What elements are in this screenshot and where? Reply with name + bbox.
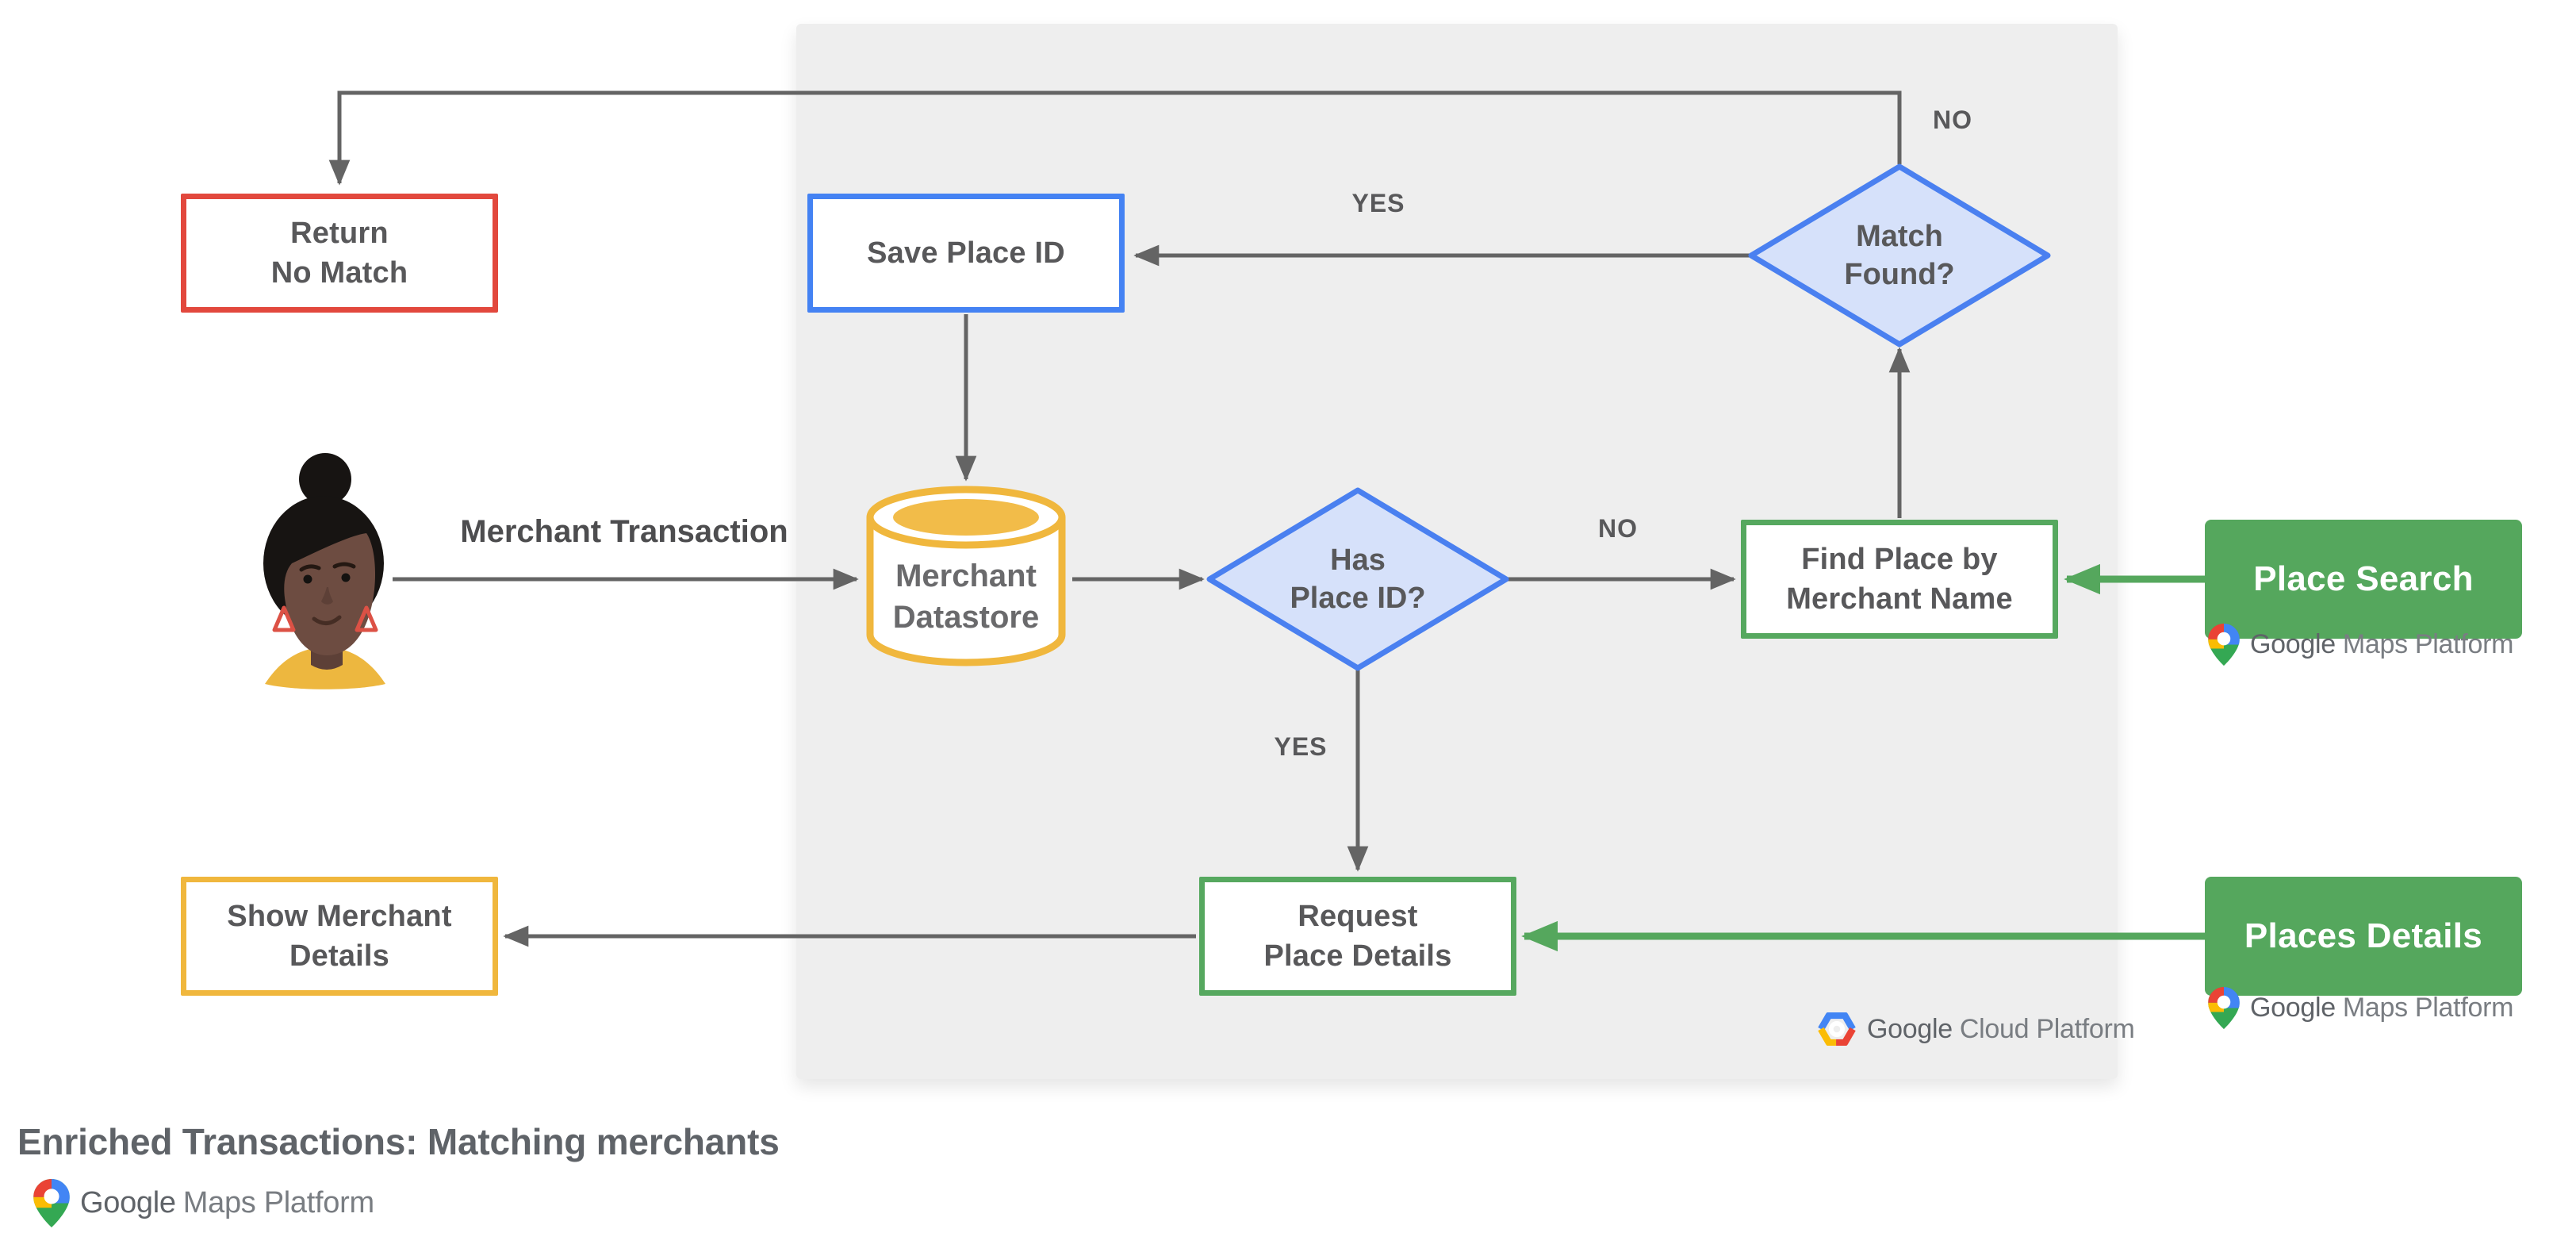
google-cloud-hexagon-icon	[1818, 1012, 1856, 1046]
logo-rest-word: Maps Platform	[2342, 993, 2514, 1023]
database-cylinder-icon	[866, 486, 1066, 666]
diamond-label-match-found: Match Found?	[1844, 220, 1955, 291]
node-label: Request Place Details	[1263, 900, 1452, 973]
logo-google-word: Google	[80, 1186, 176, 1219]
node-label: Save Place ID	[867, 236, 1065, 270]
diagram-title: Enriched Transactions: Matching merchant…	[17, 1121, 780, 1162]
google-maps-pin-icon	[33, 1179, 70, 1227]
logo-google-word: Google	[2250, 629, 2336, 659]
node-label: Find Place by Merchant Name	[1786, 543, 2013, 616]
edge-label-no-top: NO	[1933, 106, 1972, 134]
edge-label-yes-top: YES	[1351, 189, 1405, 217]
node-request-place-details: Request Place Details	[1199, 877, 1516, 996]
edge-label-merchant-transaction: Merchant Transaction	[460, 514, 788, 549]
node-label: Show Merchant Details	[227, 900, 452, 973]
diamond-match-found	[1748, 163, 2051, 348]
logo-rest-word: Maps Platform	[182, 1186, 374, 1219]
edge-match-found-no-return	[328, 90, 1902, 186]
node-find-place-by-merchant-name: Find Place by Merchant Name	[1741, 520, 2058, 639]
edge-label-yes-mid: YES	[1274, 732, 1328, 761]
diamond-label-has-place-id: Has Place ID?	[1290, 543, 1426, 615]
logo-google-word: Google	[1867, 1013, 1953, 1044]
node-show-merchant-details: Show Merchant Details	[181, 877, 498, 996]
logo-google-word: Google	[2250, 993, 2336, 1023]
node-label-merchant-datastore: Merchant Datastore	[892, 559, 1040, 635]
logo-rest-word: Cloud Platform	[1959, 1013, 2135, 1044]
api-box-place-search: Place Search	[2205, 520, 2522, 639]
api-box-places-details: Places Details	[2205, 877, 2522, 996]
api-label: Place Search	[2253, 559, 2474, 598]
google-maps-pin-icon	[2208, 624, 2240, 666]
api-label: Places Details	[2244, 916, 2483, 955]
node-return-no-match: Return No Match	[181, 194, 498, 313]
diamond-has-place-id	[1206, 487, 1509, 671]
node-label: Return No Match	[270, 217, 408, 290]
google-maps-pin-icon	[2208, 987, 2240, 1029]
node-save-place-id: Save Place ID	[807, 194, 1125, 313]
edge-label-no-mid: NO	[1598, 514, 1638, 543]
logo-rest-word: Maps Platform	[2342, 629, 2514, 659]
person-avatar	[263, 453, 385, 689]
